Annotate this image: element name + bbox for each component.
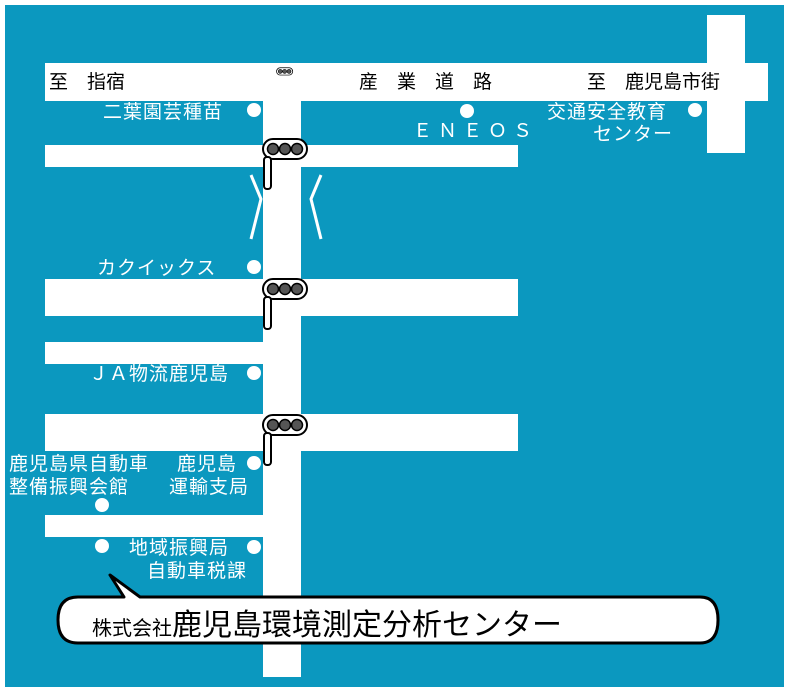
label-traffic-safety-center-2: センター	[593, 123, 674, 145]
industrial-road	[45, 63, 768, 101]
label-ja-logistics: ＪＡ物流鹿児島	[89, 363, 230, 385]
traffic-signal-icon	[262, 138, 308, 190]
branch-road-3	[45, 342, 298, 364]
label-to-kagoshima-city: 至 鹿児島市街	[587, 71, 721, 93]
label-regional-office-2: 自動車税課	[147, 560, 248, 582]
location-dot-icon	[247, 366, 261, 380]
label-auto-maintenance-hall-1: 鹿児島県自動車	[9, 453, 150, 475]
label-eneos: ＥＮＥＯＳ	[413, 120, 539, 142]
location-dot-icon	[247, 260, 261, 274]
traffic-signal-icon	[262, 278, 308, 330]
label-transport-bureau-2: 運輸支局	[169, 476, 250, 498]
traffic-signal-icon	[276, 67, 294, 76]
label-transport-bureau-1: 鹿児島	[177, 453, 238, 475]
label-industrial-road: 産 業 道 路	[359, 71, 493, 93]
destination-label: 株式会社鹿児島環境測定分析センター	[92, 600, 562, 644]
traffic-signal-icon	[262, 414, 308, 466]
map-frame: 至 指宿 産 業 道 路 至 鹿児島市街	[5, 5, 784, 687]
location-dot-icon	[95, 539, 109, 553]
label-traffic-safety-center-1: 交通安全教育	[547, 101, 668, 123]
branch-road-5	[45, 515, 298, 537]
label-auto-maintenance-hall-2: 整備振興会館	[9, 476, 130, 498]
location-dot-icon	[247, 456, 261, 470]
destination-prefix: 株式会社	[92, 616, 172, 640]
destination-name: 鹿児島環境測定分析センター	[172, 608, 562, 643]
label-kakuix: カクイックス	[97, 257, 217, 279]
label-futaba-nursery: 二葉園芸種苗	[103, 101, 224, 123]
right-vertical-road	[707, 15, 745, 153]
location-dot-icon	[688, 103, 702, 117]
label-to-ibusuki: 至 指宿	[49, 71, 126, 93]
label-regional-office-1: 地域振興局	[129, 537, 230, 559]
location-dot-icon	[247, 540, 261, 554]
location-dot-icon	[460, 104, 474, 118]
bridge-icon	[249, 174, 323, 240]
location-dot-icon	[95, 498, 109, 512]
location-dot-icon	[247, 103, 261, 117]
